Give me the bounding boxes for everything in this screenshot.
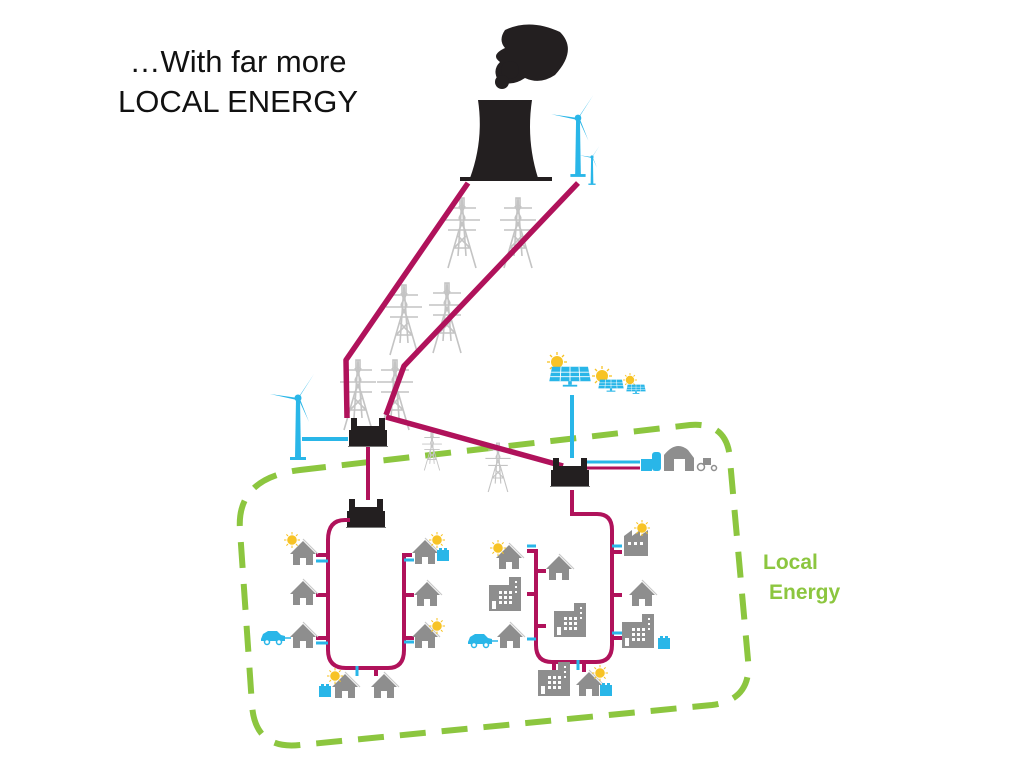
solar-farm [546,351,646,395]
power-station-icon [460,24,568,181]
solar-panel-icon [626,384,646,395]
left-local-substation-icon [345,498,387,528]
sun-icon [633,519,651,537]
title-line-2: LOCAL ENERGY [117,84,359,119]
house-icon [545,553,575,581]
left-loop-branches [316,553,414,676]
sun-icon [428,531,446,549]
transmission-lines [343,181,580,469]
wind-turbine-icon [551,95,594,177]
title-line-1: …With far more [129,44,347,79]
slide-title: …With far more LOCAL ENERGY [108,42,368,122]
office-building-icon [489,577,521,611]
right-local-substation-icon [549,457,591,487]
sun-icon [283,531,301,549]
battery-icon [319,684,331,697]
wind-turbine-icon [579,146,600,185]
local-energy-label-line-1: Local [763,551,818,574]
local-energy-label: Local Energy [763,548,840,608]
electric-car-icon [467,633,499,649]
battery-icon [437,548,449,561]
electric-car-icon [260,630,292,646]
battery-icon [658,636,670,649]
solar-panel-icon [548,366,592,388]
solar-panel-icon [598,379,624,392]
right-loop-branches [527,550,622,672]
house-icon [289,621,319,649]
house-icon [496,621,526,649]
sun-icon [326,667,344,685]
farm-icon [641,446,718,472]
house-icon [628,579,658,607]
sun-icon [428,617,446,635]
local-energy-boundary [236,421,752,749]
main-substation-icon [347,417,389,447]
house-icon [289,578,319,606]
local-wind-turbine-icon [270,374,314,460]
local-energy-label-line-2: Energy [769,581,841,604]
sun-icon [489,539,507,557]
house-icon [413,579,443,607]
right-local-grid-loop [527,490,614,664]
office-building-icon [554,603,586,637]
office-building-icon [622,614,654,648]
factory-icon [624,530,648,556]
sun-icon [591,664,609,682]
left-local-grid-loop [326,518,412,670]
